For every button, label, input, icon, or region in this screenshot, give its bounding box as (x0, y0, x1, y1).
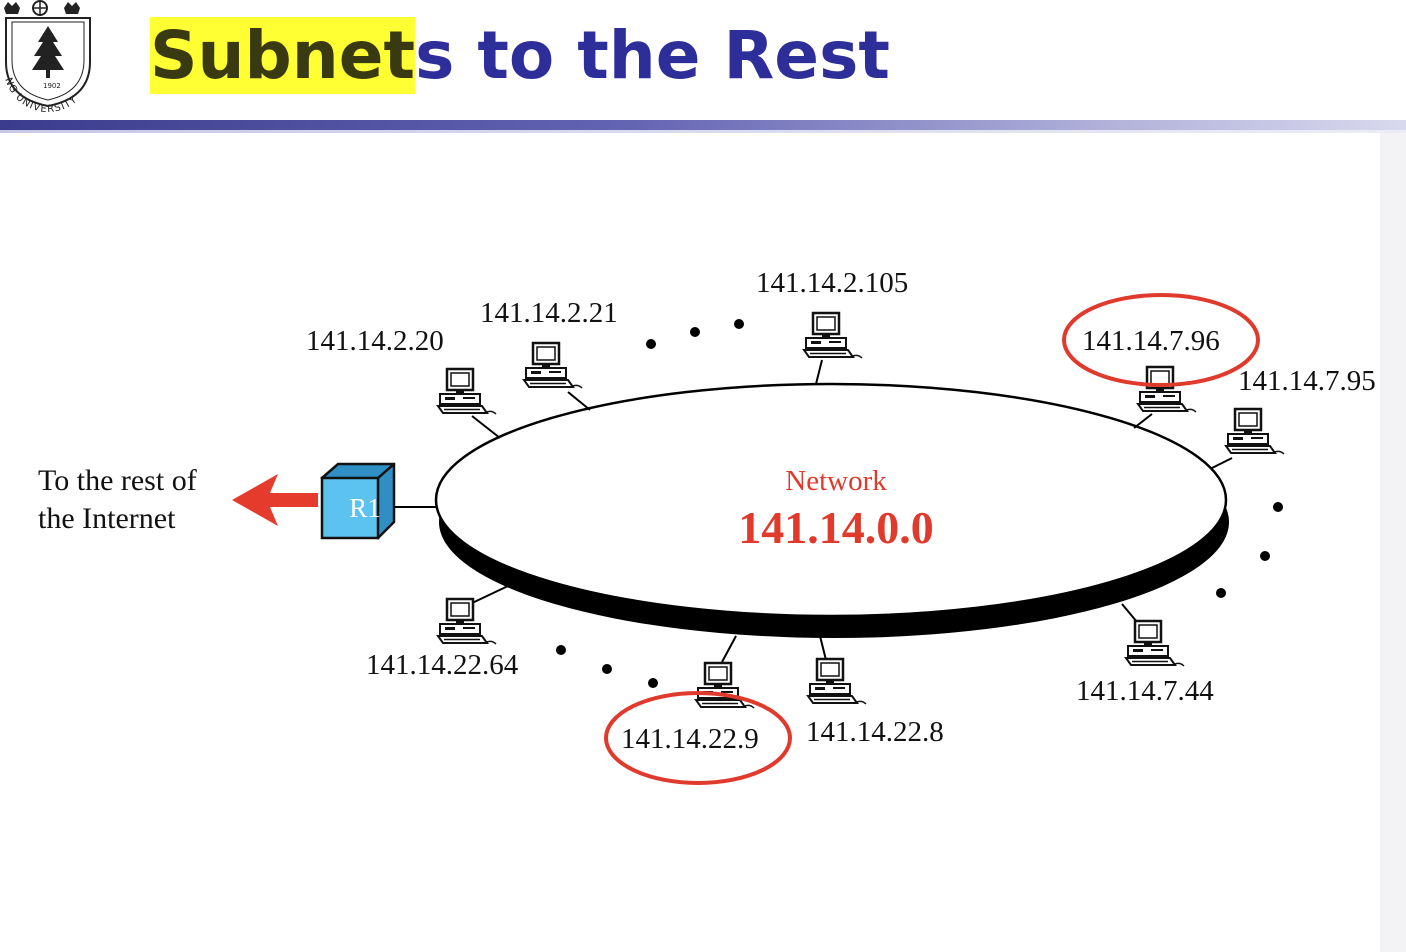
host-ip-label: 141.14.22.9 (621, 723, 759, 755)
computer-icon (436, 597, 498, 646)
internet-caption-line2: the Internet (38, 502, 176, 535)
computer-icon (436, 367, 498, 416)
svg-text:1902: 1902 (43, 82, 61, 90)
network-ring (434, 382, 1229, 638)
router-r1: R1 (320, 462, 396, 540)
slide-side-strip (1380, 130, 1406, 952)
header-divider (0, 120, 1406, 130)
host-ip-label: 141.14.22.64 (366, 649, 519, 681)
pine-tree-icon (32, 26, 64, 70)
computer-icon (1224, 407, 1286, 456)
logo-crest-icons (4, 0, 80, 16)
host-ip-label: 141.14.2.21 (480, 297, 618, 329)
title-highlighted-part: Subnet (150, 17, 416, 94)
computer-icon (1124, 619, 1186, 668)
network-label: Network (785, 465, 887, 497)
computer-icon (806, 657, 868, 706)
host-ip-label: 141.14.2.20 (306, 325, 444, 357)
host-ip-label: 141.14.7.44 (1076, 675, 1214, 707)
title-rest-part: s to the Rest (415, 17, 890, 94)
host-ip-label: 141.14.7.96 (1082, 325, 1220, 357)
highlight-circle (604, 691, 792, 785)
ellipsis-dots (556, 319, 1283, 688)
header-divider-shadow (0, 130, 1406, 133)
host-ip-label: 141.14.7.95 (1238, 365, 1376, 397)
network-address: 141.14.0.0 (738, 502, 934, 553)
computer-icon (1136, 365, 1198, 414)
internet-arrow (232, 474, 318, 526)
highlight-circle (1062, 293, 1260, 387)
host-ip-label: 141.14.2.105 (756, 267, 908, 299)
host-ip-label: 141.14.22.8 (806, 716, 944, 748)
computer-icon (802, 311, 864, 360)
internet-caption-line1: To the rest of (38, 464, 197, 497)
university-logo: 1902 NG UNIVERSITY (2, 0, 91, 112)
computer-icon (522, 341, 584, 390)
slide-header: 1902 NG UNIVERSITY Subnets to the Rest (0, 0, 1406, 133)
slide-title: Subnets to the Rest (150, 14, 890, 98)
host-links (392, 359, 1233, 663)
router-label: R1 (349, 493, 381, 523)
